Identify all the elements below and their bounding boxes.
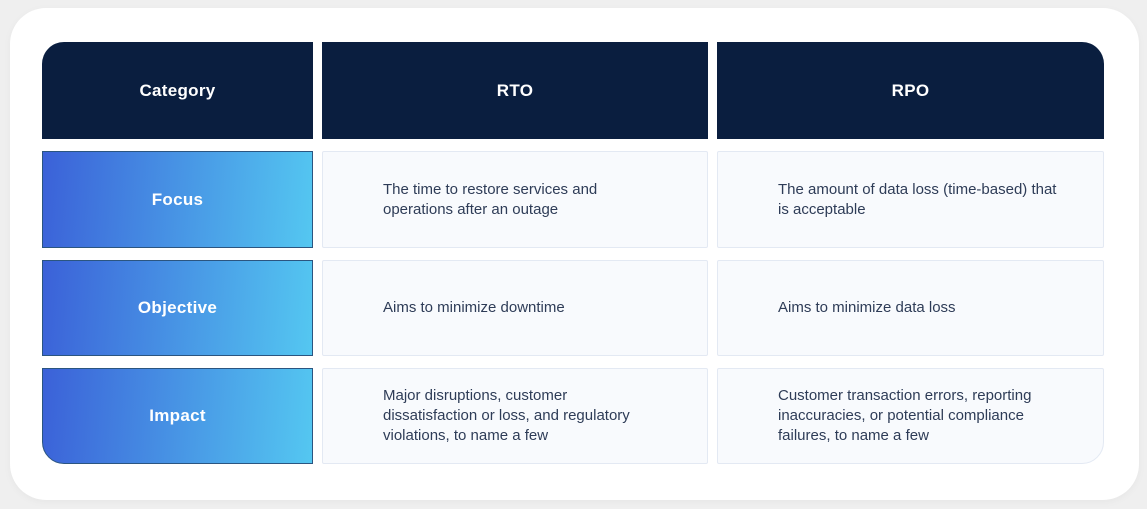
rto-cell-impact: Major disruptions, customer dissatisfact… (322, 368, 708, 464)
rto-impact-text: Major disruptions, customer dissatisfact… (383, 387, 630, 444)
header-cell-rpo: RPO (717, 42, 1104, 139)
rpo-focus-text: The amount of data loss (time-based) tha… (778, 180, 1057, 218)
category-cell-focus: Focus (42, 151, 313, 248)
rto-cell-focus: The time to restore services and operati… (322, 151, 708, 248)
header-cell-category: Category (42, 42, 313, 139)
rpo-cell-focus: The amount of data loss (time-based) tha… (717, 151, 1104, 248)
rpo-objective-text: Aims to minimize data loss (778, 299, 956, 316)
rto-cell-objective: Aims to minimize downtime (322, 260, 708, 356)
rpo-cell-objective: Aims to minimize data loss (717, 260, 1104, 356)
rpo-impact-text: Customer transaction errors, reporting i… (778, 387, 1032, 444)
header-cell-rto: RTO (322, 42, 708, 139)
rto-rpo-comparison-table: Category RTO RPO Focus The time to resto… (42, 42, 1104, 464)
category-cell-impact: Impact (42, 368, 313, 464)
category-cell-objective: Objective (42, 260, 313, 356)
rpo-cell-impact: Customer transaction errors, reporting i… (717, 368, 1104, 464)
rto-objective-text: Aims to minimize downtime (383, 299, 565, 316)
rto-focus-text: The time to restore services and operati… (383, 180, 598, 218)
